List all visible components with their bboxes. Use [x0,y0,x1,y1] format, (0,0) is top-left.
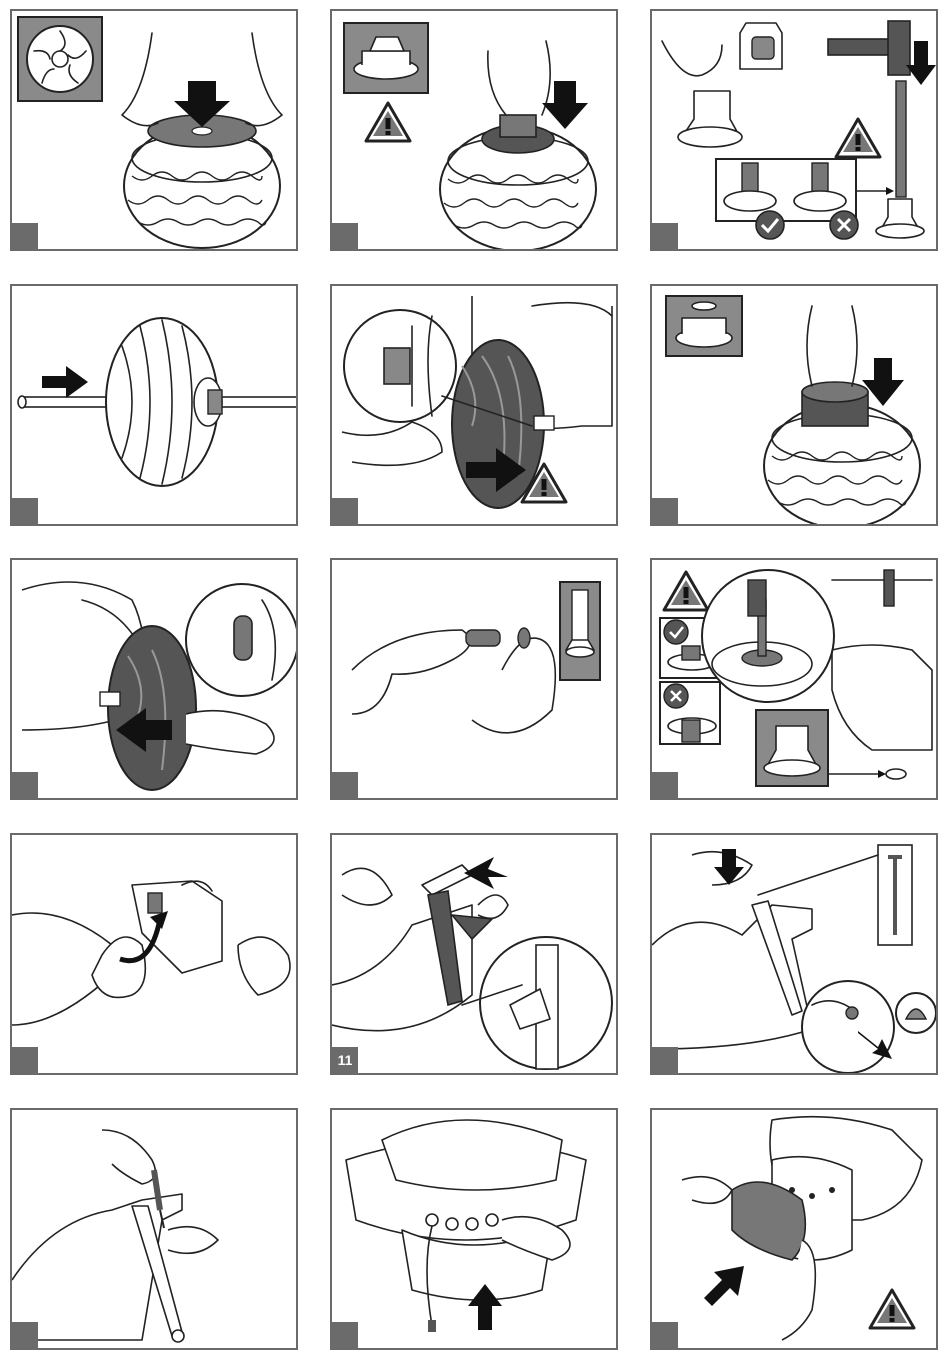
left-arrow-icon [464,857,508,889]
illustration-hammer-cap [652,560,936,798]
step-panel-1 [10,9,298,251]
step-badge [332,223,358,249]
step-badge [332,498,358,524]
warning-triangle-icon [836,119,880,157]
comparison-box [716,159,856,221]
illustration-place-hubcap [12,11,296,249]
illustration-insert-steering-column [332,835,616,1073]
illustration-press-hub-nut [332,11,616,249]
illustration-mount-wheel [332,286,616,524]
step-badge [652,1047,678,1073]
step-panel-3 [650,9,938,251]
step-badge: 11 [332,1047,358,1073]
illustration-hammer-hub [652,11,936,249]
step-badge [12,223,38,249]
step-panel-10 [10,833,298,1075]
step-panel-8 [330,558,618,800]
step-panel-9 [650,558,938,800]
illustration-attach-cover [652,1110,936,1348]
step-badge [652,1322,678,1348]
check-circle-icon [756,211,784,239]
warning-triangle-icon [664,572,708,610]
step-badge [12,1047,38,1073]
step-panel-4 [10,284,298,526]
step-panel-14 [330,1108,618,1350]
step-panel-2 [330,9,618,251]
illustration-cap-wheel [652,286,936,524]
step-panel-5 [330,284,618,526]
step-panel-6 [650,284,938,526]
step-badge [332,772,358,798]
up-right-arrow-icon [704,1266,744,1306]
cover-part [732,1182,805,1260]
step-panel-7 [10,558,298,800]
illustration-insert-cap [332,560,616,798]
zoom-detail-circle [802,981,894,1073]
illustration-tighten-screw [12,1110,296,1348]
warning-triangle-icon [870,1290,914,1328]
step-panel-13 [10,1108,298,1350]
step-badge [652,498,678,524]
warning-triangle-icon [366,103,410,141]
step-badge [12,1322,38,1348]
illustration-axle-through-wheel [12,286,296,524]
step-panel-15 [650,1108,938,1350]
step-badge [332,1322,358,1348]
illustration-mount-other-wheel [12,560,296,798]
step-badge [652,223,678,249]
step-panel-12 [650,833,938,1075]
illustration-screw-steering [652,835,936,1073]
step-badge [652,772,678,798]
illustration-connect-wires [332,1110,616,1348]
step-panel-11: 11 [330,833,618,1075]
illustration-connect-steering [12,835,296,1073]
right-arrow-icon [42,366,88,398]
check-circle-icon [664,620,688,644]
step-badge [12,772,38,798]
step-badge [12,498,38,524]
